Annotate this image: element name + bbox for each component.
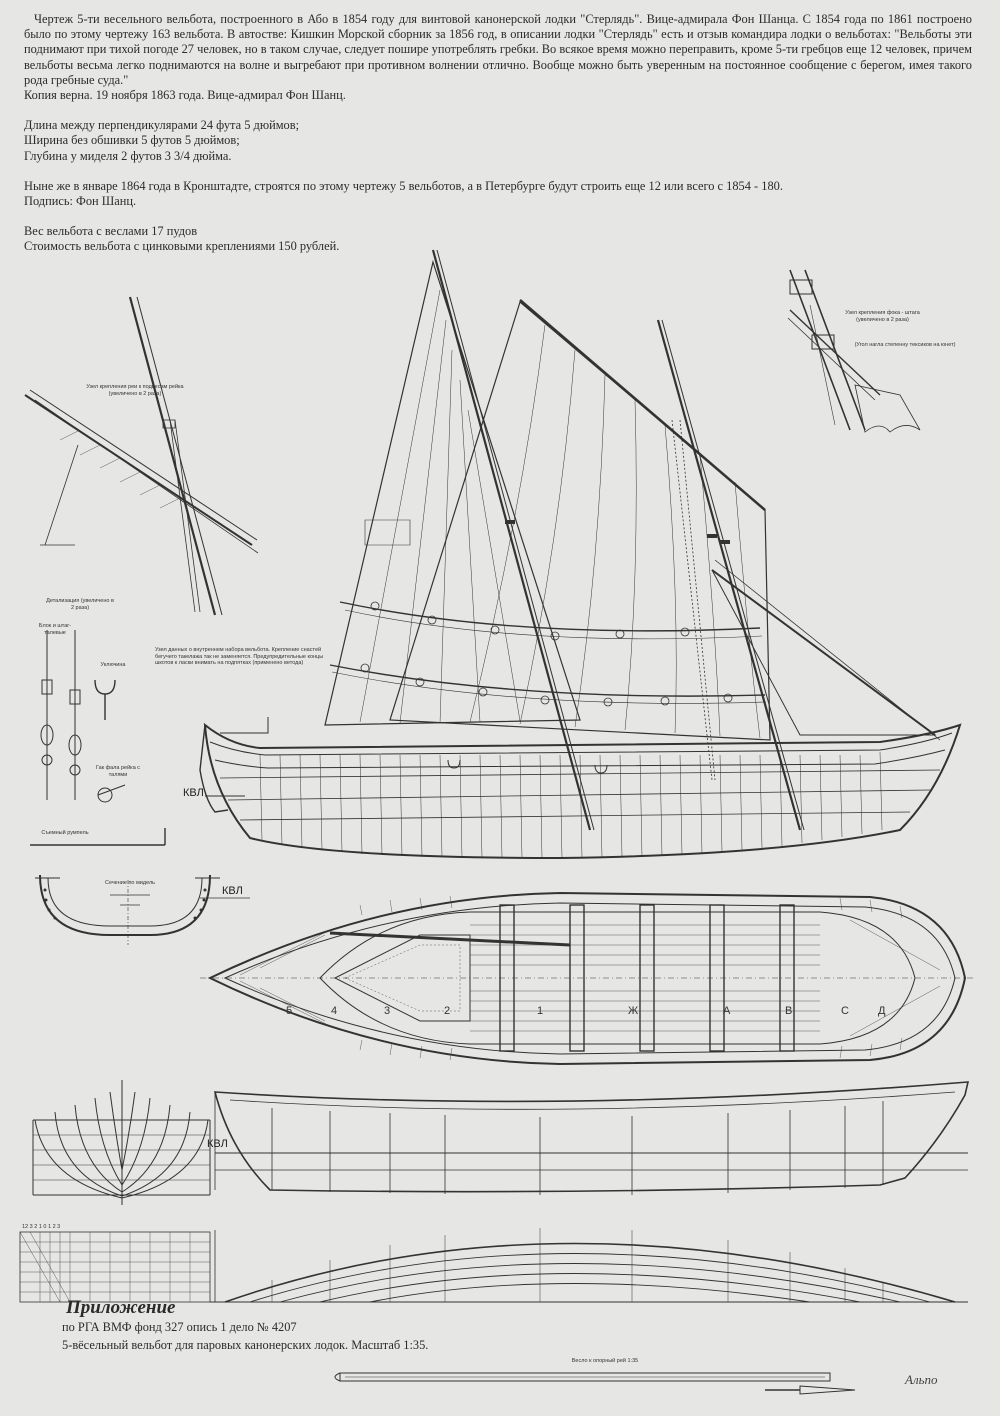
midship-section [35, 874, 250, 945]
signed-line: Подпись: Фон Шанц. [24, 194, 137, 209]
kronstadt-note: Ныне же в январе 1864 года в Кронштадте,… [24, 178, 783, 193]
oar-drawing [334, 1372, 856, 1395]
block-label: Блок и штаг-талевые [38, 623, 72, 636]
kvl-label-section: КВЛ [222, 885, 243, 897]
kvl-label-profile: КВЛ [183, 787, 204, 799]
cost-spec: Стоимость вельбота с цинковыми крепления… [24, 239, 340, 254]
hull-profile [199, 717, 962, 860]
station-label: С [841, 1005, 849, 1017]
station-label: 4 [331, 1005, 338, 1017]
hull-plan-view [200, 891, 975, 1066]
drawing-caption: 5-вёсельный вельбот для паровых канонерс… [62, 1338, 429, 1352]
depth-spec: Глубина у миделя 2 футов 3 3/4 дюйма. [24, 148, 232, 163]
appendix-title: Приложение [66, 1297, 176, 1318]
node-note: Узел данных о внутреннем набора вельбота… [155, 647, 324, 666]
kvl-label-lines: КВЛ [207, 1138, 228, 1150]
station-label: 1 [537, 1005, 544, 1017]
table-numbers: 12 3 2 1 0 1 2 3 [22, 1224, 61, 1230]
midship-label: Сечение по мидель [104, 880, 156, 886]
station-label: 3 [384, 1005, 391, 1017]
hull-ribs [259, 751, 883, 859]
body-plan [32, 1080, 211, 1205]
station-label: Ж [628, 1005, 639, 1017]
weight-spec: Вес вельбота с веслами 17 пудов [24, 224, 198, 239]
length-spec: Длина между перпендикулярами 24 фута 5 д… [24, 118, 300, 133]
spar-detail [24, 296, 259, 616]
station-label: А [723, 1005, 731, 1017]
station-label: 2 [444, 1005, 451, 1017]
forestay-note: (Угол нагла степенну тексиков на юнет) [854, 342, 956, 348]
scale-table [19, 1231, 211, 1303]
forestay-label: Узел крепления фока - штага (увеличено в… [845, 310, 920, 323]
detail-label: Детализация (увеличено в 2 раза) [46, 598, 114, 611]
signature: Альпо [905, 1372, 938, 1387]
tiller-label: Съемный румпель [41, 830, 89, 836]
archive-source: по РГА ВМФ фонд 327 опись 1 дело № 4207 [62, 1320, 297, 1334]
station-label: В [785, 1005, 793, 1017]
oarlock-label: Уключина [100, 662, 126, 668]
description-paragraph: Чертеж 5-ти весельного вельбота, построе… [24, 12, 972, 87]
fitting-details [30, 630, 166, 846]
forestay-detail [787, 269, 921, 433]
copy-line: Копия верна. 19 ноября 1863 года. Вице-а… [24, 88, 346, 103]
sail-plan [324, 249, 941, 831]
width-spec: Ширина без обшивки 5 футов 5 дюймов; [24, 133, 240, 148]
header-description: Чертеж 5-ти весельного вельбота, построе… [24, 12, 972, 255]
half-breadth-plan [210, 1228, 968, 1303]
spar-detail-label: Узел крепления реи к подвесам рейка (уве… [86, 384, 184, 397]
gaff-label: Гак фала рейка с талями [95, 765, 141, 778]
oar-label: Весло к опорный рей 1:35 [571, 1358, 639, 1364]
station-label: 5 [286, 1005, 293, 1017]
lines-profile [213, 1081, 970, 1195]
station-label: Д [878, 1005, 886, 1017]
